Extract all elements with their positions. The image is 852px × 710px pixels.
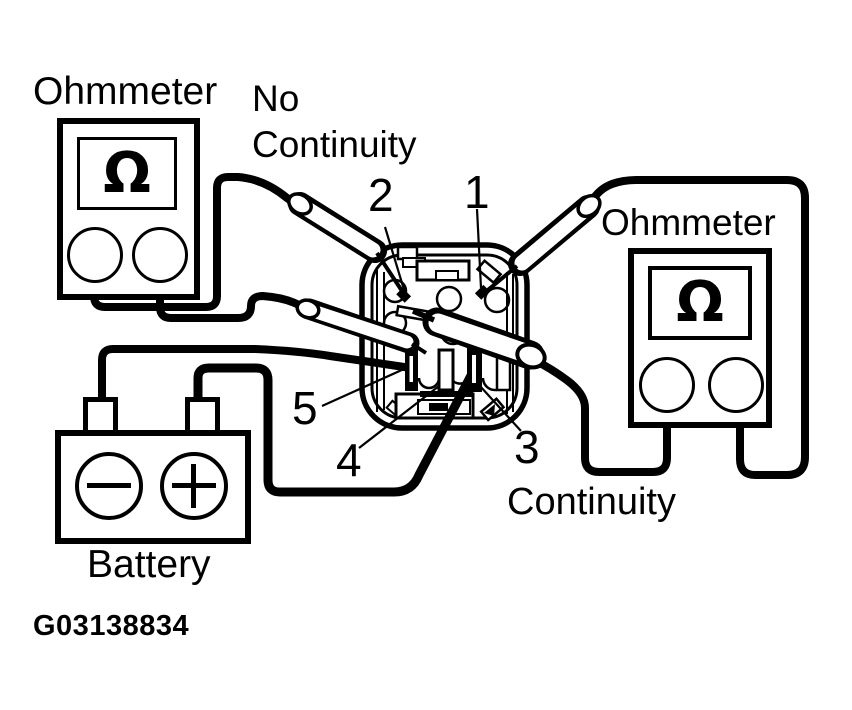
omega-icon: Ω bbox=[103, 140, 151, 206]
wire-battery-negative bbox=[98, 345, 412, 400]
battery bbox=[55, 430, 251, 544]
right-ohmmeter-jack-1 bbox=[639, 357, 695, 413]
left-ohmmeter-jack-2 bbox=[132, 227, 188, 283]
wires bbox=[90, 173, 809, 497]
terminal-label-4: 4 bbox=[336, 434, 362, 486]
left-ohmmeter-jack-1 bbox=[67, 227, 123, 283]
probe-top-left bbox=[287, 192, 406, 296]
probe-mid-left bbox=[295, 298, 428, 355]
relay-terminal-bars bbox=[405, 347, 512, 392]
leader-4 bbox=[358, 385, 440, 449]
probe-top-right bbox=[481, 193, 602, 296]
battery-positive-terminal bbox=[160, 452, 228, 520]
figure-code: G03138834 bbox=[33, 610, 190, 642]
wire-left-meter-to-top-probe bbox=[90, 173, 297, 311]
right-ohmmeter-label: Ohmmeter bbox=[601, 202, 776, 243]
right-ohmmeter-jack-2 bbox=[708, 357, 764, 413]
leader-3 bbox=[479, 385, 522, 432]
continuity-label: Continuity bbox=[507, 481, 676, 523]
leader-1 bbox=[475, 208, 483, 289]
left-ohmmeter-label: Ohmmeter bbox=[33, 70, 218, 113]
plus-icon bbox=[191, 464, 196, 508]
battery-label: Battery bbox=[87, 543, 211, 586]
probe-center bbox=[411, 307, 547, 370]
minus-icon bbox=[87, 483, 131, 488]
no-continuity-label: No Continuity bbox=[252, 76, 417, 168]
terminal-label-5: 5 bbox=[292, 382, 318, 434]
omega-icon: Ω bbox=[676, 270, 724, 335]
leader-5 bbox=[321, 367, 405, 408]
no-continuity-line2: Continuity bbox=[252, 124, 417, 165]
battery-negative-terminal bbox=[75, 452, 143, 520]
wire-right-meter-to-right-probe bbox=[588, 176, 809, 479]
left-ohmmeter: Ω bbox=[57, 118, 200, 300]
wire-right-meter-to-center-probe bbox=[534, 357, 671, 476]
leader-lines bbox=[321, 208, 522, 449]
probes bbox=[287, 192, 602, 370]
terminal-label-2: 2 bbox=[368, 169, 394, 221]
right-ohmmeter-display: Ω bbox=[648, 266, 752, 340]
wire-left-meter-to-mid-probe bbox=[156, 272, 309, 322]
left-ohmmeter-display: Ω bbox=[77, 137, 177, 210]
wire-battery-positive bbox=[193, 363, 480, 497]
terminal-4-slot bbox=[437, 348, 455, 392]
leader-2 bbox=[383, 226, 407, 294]
no-continuity-line1: No bbox=[252, 78, 300, 119]
terminal-label-1: 1 bbox=[464, 166, 490, 218]
right-ohmmeter: Ω bbox=[628, 248, 772, 428]
terminal-label-3: 3 bbox=[514, 421, 540, 473]
